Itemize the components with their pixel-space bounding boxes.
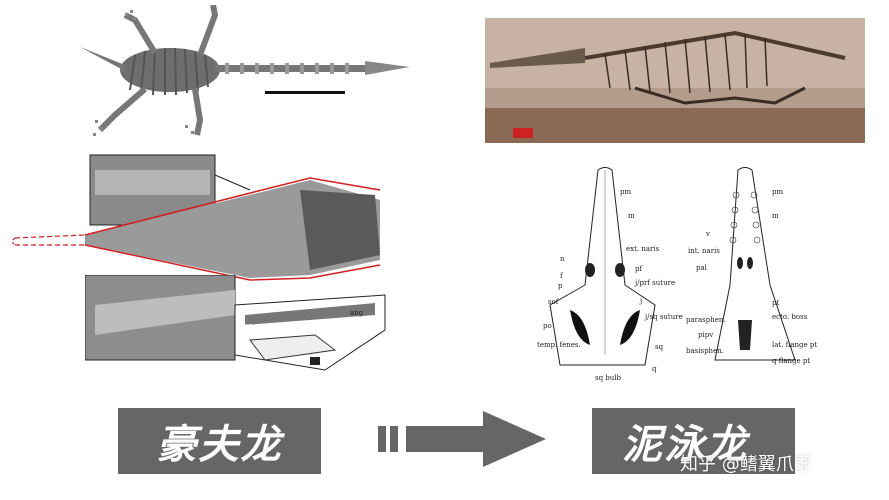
skull-diagram-figure bbox=[549, 167, 796, 366]
label-pipv: pipv bbox=[698, 331, 714, 339]
left-species-title: 豪夫龙 bbox=[156, 422, 283, 468]
label-q: q bbox=[652, 365, 657, 373]
right-species-title: 泥泳龙 bbox=[622, 422, 748, 468]
museum-skeleton-photo bbox=[485, 18, 865, 143]
label-f: f bbox=[560, 272, 563, 280]
label-ecto-boss: ecto. boss bbox=[772, 313, 808, 321]
label-int-naris: int. naris bbox=[688, 247, 720, 255]
transition-arrow-icon bbox=[378, 411, 546, 467]
label-j: j bbox=[640, 297, 643, 305]
label-j-prf-suture: j/prf suture bbox=[635, 279, 676, 287]
label-pt: pt bbox=[772, 299, 780, 307]
label-pal: pal bbox=[696, 264, 707, 272]
skull-photo-figure bbox=[11, 154, 381, 281]
label-pf: pf bbox=[635, 265, 643, 273]
label-q-flange-pt: q flange pt bbox=[772, 357, 811, 365]
label-sof: sof bbox=[548, 298, 559, 306]
label-j-sq-suture: j/sq suture bbox=[645, 313, 683, 321]
jaw-label-den: den bbox=[240, 322, 254, 330]
label-basisphen: basisphen. bbox=[686, 347, 724, 355]
label-pm-ventral: pm bbox=[772, 188, 784, 196]
plesiosaur-skeleton-figure bbox=[80, 5, 410, 136]
label-po: po bbox=[543, 322, 552, 330]
left-species-banner: 豪夫龙 bbox=[118, 408, 321, 474]
label-ext-naris: ext. naris bbox=[626, 245, 660, 253]
label-m-ventral: m bbox=[772, 212, 779, 220]
watermark: 知乎 @鳍翼爪牙 bbox=[680, 454, 812, 475]
right-species-banner: 泥泳龙 bbox=[592, 408, 795, 474]
label-pm: pm bbox=[620, 188, 632, 196]
label-temp-fenes: temp. fenes. bbox=[537, 341, 581, 349]
label-sq-bulb: sq bulb bbox=[595, 374, 622, 382]
label-v: v bbox=[706, 230, 710, 238]
jaw-label-ang: ang bbox=[350, 309, 364, 317]
jaw-detail-figure bbox=[85, 275, 386, 371]
label-p: p bbox=[558, 282, 563, 290]
label-parasphen: parasphen. bbox=[686, 316, 726, 324]
label-n: n bbox=[560, 255, 565, 263]
label-m: m bbox=[628, 212, 635, 220]
label-lat-flange-pt: lat. flange pt bbox=[772, 341, 818, 349]
label-sq: sq bbox=[655, 343, 664, 351]
